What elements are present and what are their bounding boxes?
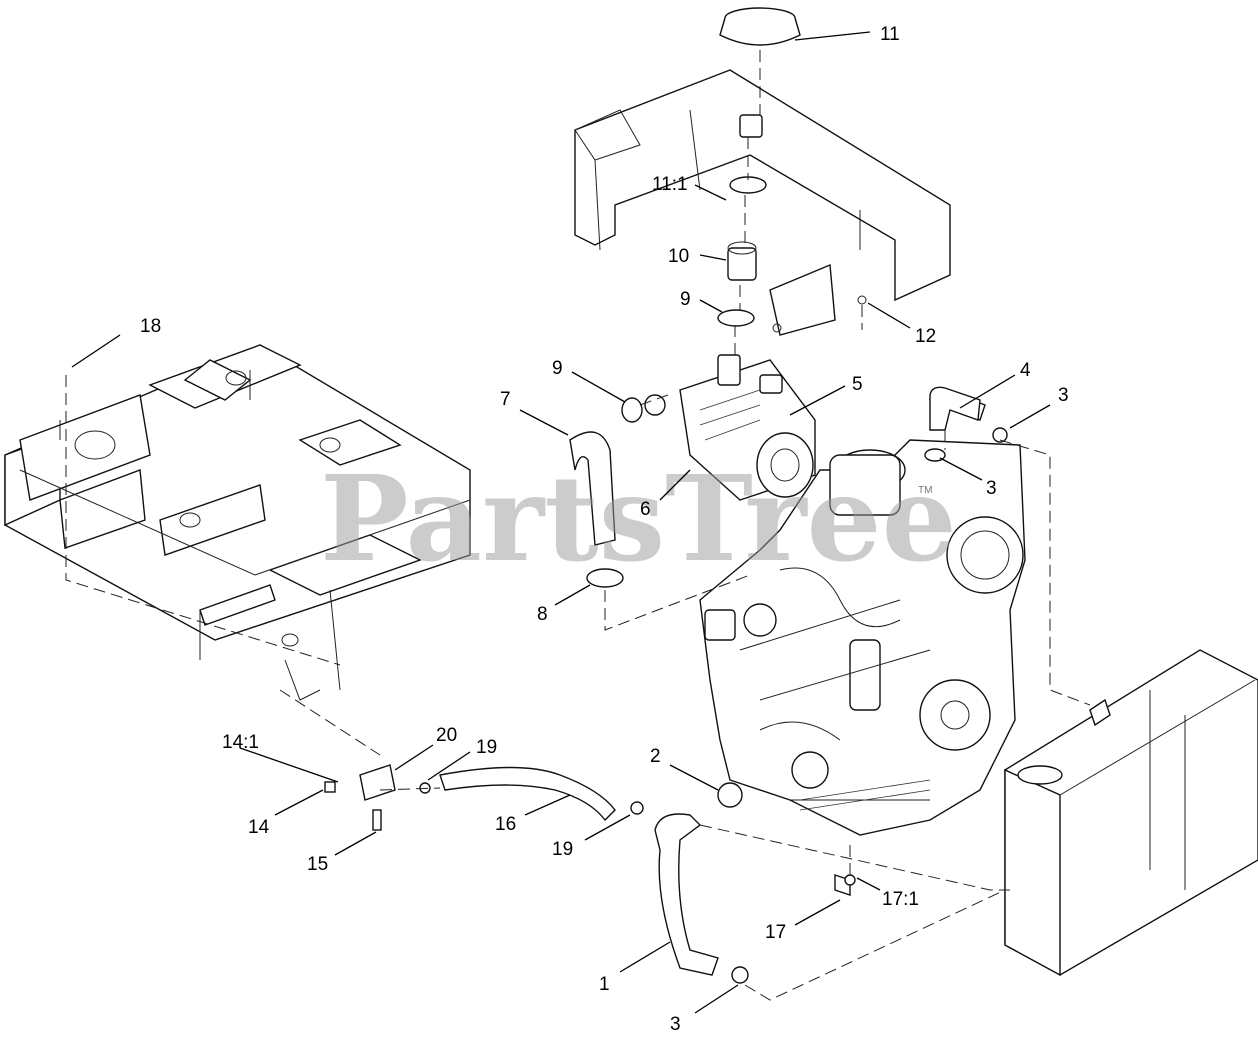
callout-6: 6 bbox=[640, 499, 651, 520]
callout-14: 14 bbox=[248, 817, 270, 838]
callout-12: 12 bbox=[915, 326, 936, 347]
callout-7: 7 bbox=[500, 389, 511, 410]
air-cleaner bbox=[644, 354, 816, 501]
callout-10: 10 bbox=[668, 246, 689, 267]
callout-20: 20 bbox=[436, 725, 457, 746]
callout-3-middle: 3 bbox=[986, 478, 997, 499]
lower-radiator-hose bbox=[654, 782, 749, 984]
radiator bbox=[1004, 649, 1258, 977]
callout-8: 8 bbox=[537, 604, 548, 625]
watermark-trademark: TM bbox=[918, 485, 932, 496]
callout-19-lower: 19 bbox=[552, 839, 573, 860]
intake-tube-parts bbox=[717, 176, 767, 327]
engine-shroud bbox=[574, 69, 951, 336]
callout-11: 11 bbox=[880, 24, 900, 45]
chassis-frame bbox=[4, 344, 471, 701]
phantom-lines bbox=[65, 50, 1091, 1001]
callout-15: 15 bbox=[307, 854, 328, 875]
callout-18: 18 bbox=[140, 316, 161, 337]
leader-lines bbox=[71, 31, 1051, 1014]
callout-labels: 11 11:1 10 9 12 18 9 7 5 4 3 3 6 8 20 19… bbox=[140, 24, 1069, 1035]
callout-4: 4 bbox=[1020, 360, 1031, 381]
callout-3-upper-right: 3 bbox=[1058, 385, 1069, 406]
callout-9-lower: 9 bbox=[552, 358, 563, 379]
intake-hose bbox=[569, 397, 643, 588]
callout-3-bottom: 3 bbox=[670, 1014, 681, 1035]
engine bbox=[699, 439, 1026, 836]
callout-1: 1 bbox=[599, 974, 610, 995]
coolant-hose-assembly bbox=[324, 764, 856, 896]
callout-5: 5 bbox=[852, 374, 863, 395]
callout-19-upper: 19 bbox=[476, 737, 497, 758]
callout-17-1: 17:1 bbox=[882, 889, 919, 910]
pre-cleaner-cap bbox=[719, 7, 801, 138]
callout-2: 2 bbox=[650, 746, 661, 767]
callout-9-upper: 9 bbox=[680, 289, 691, 310]
callout-16: 16 bbox=[495, 814, 516, 835]
callout-17: 17 bbox=[765, 922, 786, 943]
callout-11-1: 11:1 bbox=[652, 174, 688, 195]
callout-14-1: 14:1 bbox=[222, 732, 259, 753]
watermark-text: PartsTree bbox=[320, 449, 957, 588]
